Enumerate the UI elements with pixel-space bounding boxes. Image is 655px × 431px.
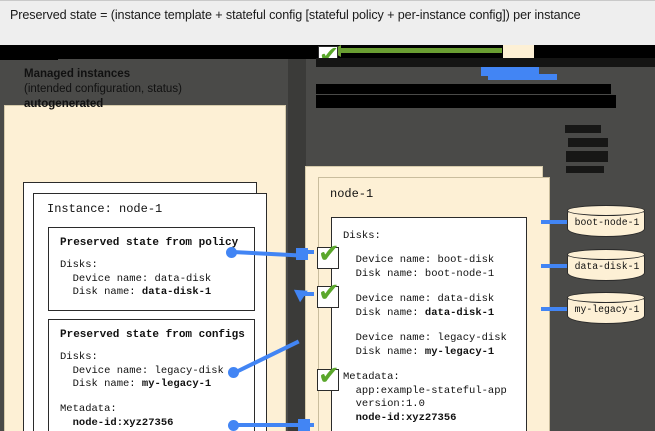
configs-metadata-block: Metadata: node-id:xyz27356	[60, 403, 173, 430]
check-icon-data-disk: ✔	[318, 239, 340, 269]
metadata-version: version:1.0	[343, 398, 425, 410]
metadata-label: Metadata:	[343, 371, 400, 383]
check-box-node-id	[317, 369, 339, 391]
panel-title-line2: (intended configuration, status)	[24, 83, 182, 95]
policy-card-body: Disks: Device name: data-disk Disk name:…	[60, 259, 211, 300]
node-boot-disk-block: Device name: boot-disk Disk name: boot-n…	[343, 254, 495, 281]
redaction-bar	[566, 166, 604, 173]
preserved-state-configs-card	[48, 319, 255, 431]
node-metadata-block: Metadata: app:example-stateful-app versi…	[343, 371, 507, 425]
redaction-bar	[568, 138, 608, 147]
disk-cap	[567, 205, 645, 216]
check-box-legacy-disk	[317, 286, 339, 308]
configs-card-body: Disks: Device name: legacy-disk Disk nam…	[60, 351, 224, 392]
caption-band: Preserved state = (instance template + s…	[0, 0, 655, 45]
redaction-bar	[534, 47, 655, 59]
metadata-app: app:example-stateful-app	[343, 384, 507, 397]
configs-device-name: Device name: legacy-disk	[60, 364, 224, 377]
policy-disk-name-value: data-disk-1	[141, 286, 212, 298]
disk-cap	[567, 249, 645, 260]
node-label: node-1	[330, 187, 374, 201]
redaction-bar	[316, 58, 655, 67]
connector-wire-incoming-nodeid	[300, 423, 314, 427]
configs-disk-name-prefix: Disk name:	[60, 378, 142, 390]
policy-disks-label: Disks:	[60, 259, 98, 271]
redaction-bar	[0, 55, 58, 60]
boot-device-name: Device name: boot-disk	[343, 254, 495, 266]
policy-card-title: Preserved state from policy	[60, 237, 239, 249]
configs-disk-name-value: my-legacy-1	[141, 378, 212, 390]
disk-wire-data	[541, 264, 567, 268]
connector-dot-data-disk	[226, 247, 237, 258]
redaction-bar	[488, 74, 557, 80]
disk-wire-legacy	[541, 307, 567, 311]
node-detail-card	[331, 217, 527, 431]
configs-card-title: Preserved state from configs	[60, 329, 245, 341]
green-connector-line	[340, 48, 502, 53]
policy-disk-name-prefix: Disk name:	[60, 286, 142, 298]
redaction-bar	[316, 84, 611, 94]
disk-data-disk-1: data-disk-1	[567, 249, 645, 281]
panel-title-line3: autogenerated	[24, 98, 104, 110]
disk-label: my-legacy-1	[574, 304, 640, 315]
node-disks-label: Disks:	[343, 230, 381, 242]
disk-boot-node-1: boot-node-1	[567, 205, 645, 237]
connector-dot-node-id	[228, 420, 239, 431]
redaction-bar	[565, 125, 601, 133]
disk-label: boot-node-1	[574, 217, 640, 228]
redaction-bar	[481, 67, 539, 76]
connector-wire-node-id	[235, 423, 300, 427]
disk-cap	[567, 292, 645, 303]
connector-wire-incoming-data	[300, 250, 314, 254]
data-disk-name-prefix: Disk name:	[343, 306, 425, 319]
metadata-node-id: node-id:xyz27356	[343, 411, 457, 424]
redaction-bar	[503, 45, 534, 59]
legacy-disk-name-prefix: Disk name:	[343, 345, 425, 358]
connector-wire-incoming-legacy	[300, 292, 314, 296]
panel-gap-shade	[288, 59, 306, 431]
redaction-bar	[0, 45, 296, 59]
disk-my-legacy-1: my-legacy-1	[567, 292, 645, 324]
redaction-bar	[566, 151, 608, 162]
instance-label: Instance: node-1	[47, 202, 163, 216]
check-icon-legacy-disk: ✔	[318, 278, 340, 308]
policy-device-name: Device name: data-disk	[60, 272, 212, 285]
managed-instances-title: Managed instances (intended configuratio…	[24, 67, 182, 112]
panel-title-line1: Managed instances	[24, 68, 131, 80]
configs-node-id: node-id:xyz27356	[60, 416, 174, 429]
data-disk-name-value: data-disk-1	[424, 306, 495, 319]
legacy-disk-name-value: my-legacy-1	[424, 345, 495, 358]
preserved-state-policy-card	[48, 227, 255, 311]
disk-wire-boot	[541, 220, 567, 224]
check-box-data-disk	[317, 247, 339, 269]
boot-disk-name: Disk name: boot-node-1	[343, 267, 495, 280]
node-data-disk-block: Device name: data-disk Disk name: data-d…	[343, 293, 495, 320]
data-device-name: Device name: data-disk	[343, 293, 495, 305]
diagram-canvas: ✔ Managed instances (intended configurat…	[0, 45, 655, 431]
redaction-bar	[316, 95, 616, 108]
check-icon-node-id: ✔	[318, 361, 340, 391]
configs-disks-label: Disks:	[60, 351, 98, 363]
caption-text: Preserved state = (instance template + s…	[10, 8, 581, 22]
configs-metadata-label: Metadata:	[60, 403, 117, 415]
legacy-device-name: Device name: legacy-disk	[343, 332, 507, 344]
node-legacy-disk-block: Device name: legacy-disk Disk name: my-l…	[343, 332, 507, 359]
disk-label: data-disk-1	[574, 261, 640, 272]
